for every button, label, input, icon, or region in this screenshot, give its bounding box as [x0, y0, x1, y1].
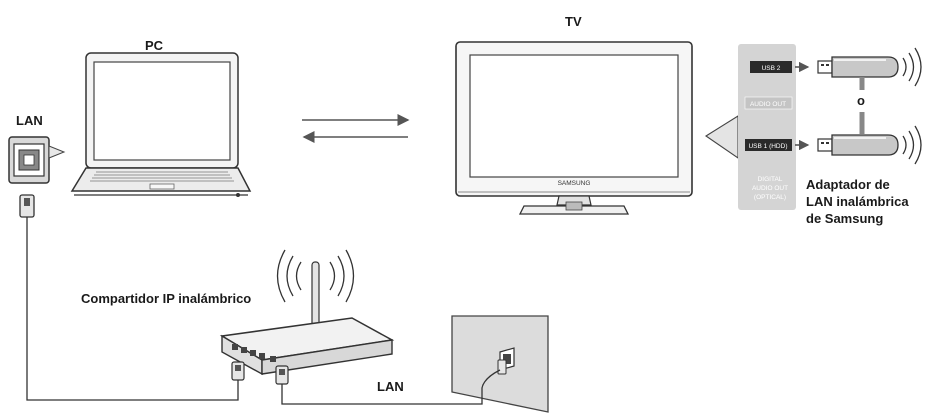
adapter-label-line2: LAN inalámbrica [806, 194, 909, 209]
wireless-lan-adapter-lower [795, 134, 899, 156]
digital-audio-label-1: DIGITAL [758, 176, 783, 183]
wall-socket-icon [451, 315, 549, 413]
lan-cables [26, 217, 501, 405]
usb1-hdd-port [745, 139, 792, 151]
tv-label: TV [565, 14, 582, 29]
wireless-router-icon [219, 261, 395, 376]
router-label: Compartidor IP inalámbrico [81, 291, 252, 306]
wireless-signal-icon-router [276, 249, 355, 303]
digital-audio-label-3: (OPTICAL) [754, 194, 786, 201]
tv-icon: SAMSUNG [455, 41, 693, 215]
or-label: o [857, 93, 865, 108]
wireless-signal-icon-upper [902, 47, 922, 87]
wireless-lan-adapter-upper [795, 56, 899, 78]
audio-out-label: AUDIO OUT [750, 101, 786, 108]
adapter-label-line3: de Samsung [806, 211, 884, 226]
tv-port-panel: USB 2 AUDIO OUT USB 1 (HDD) DIGITAL AUDI… [738, 44, 796, 210]
adapter-label-line1: Adaptador de [806, 177, 890, 192]
wireless-signal-icon-lower [902, 125, 922, 165]
lan-cable-plug-router-2 [275, 365, 289, 385]
lan-cable-plug-left [19, 194, 35, 218]
laptop-icon [70, 52, 252, 197]
digital-audio-label-2: AUDIO OUT [752, 185, 788, 192]
tv-brand-text: SAMSUNG [558, 180, 591, 187]
pc-label: PC [145, 38, 164, 53]
usb2-port [750, 61, 792, 73]
lan-label-bottom: LAN [377, 379, 404, 394]
lan-label-left: LAN [16, 113, 43, 128]
lan-cable-plug-router-1 [231, 361, 245, 381]
usb1-hdd-port-label: USB 1 (HDD) [748, 143, 787, 150]
tv-panel-callout [704, 115, 739, 160]
lan-port-icon [8, 136, 66, 184]
data-exchange-arrows [302, 114, 410, 143]
usb2-port-label: USB 2 [762, 65, 781, 72]
